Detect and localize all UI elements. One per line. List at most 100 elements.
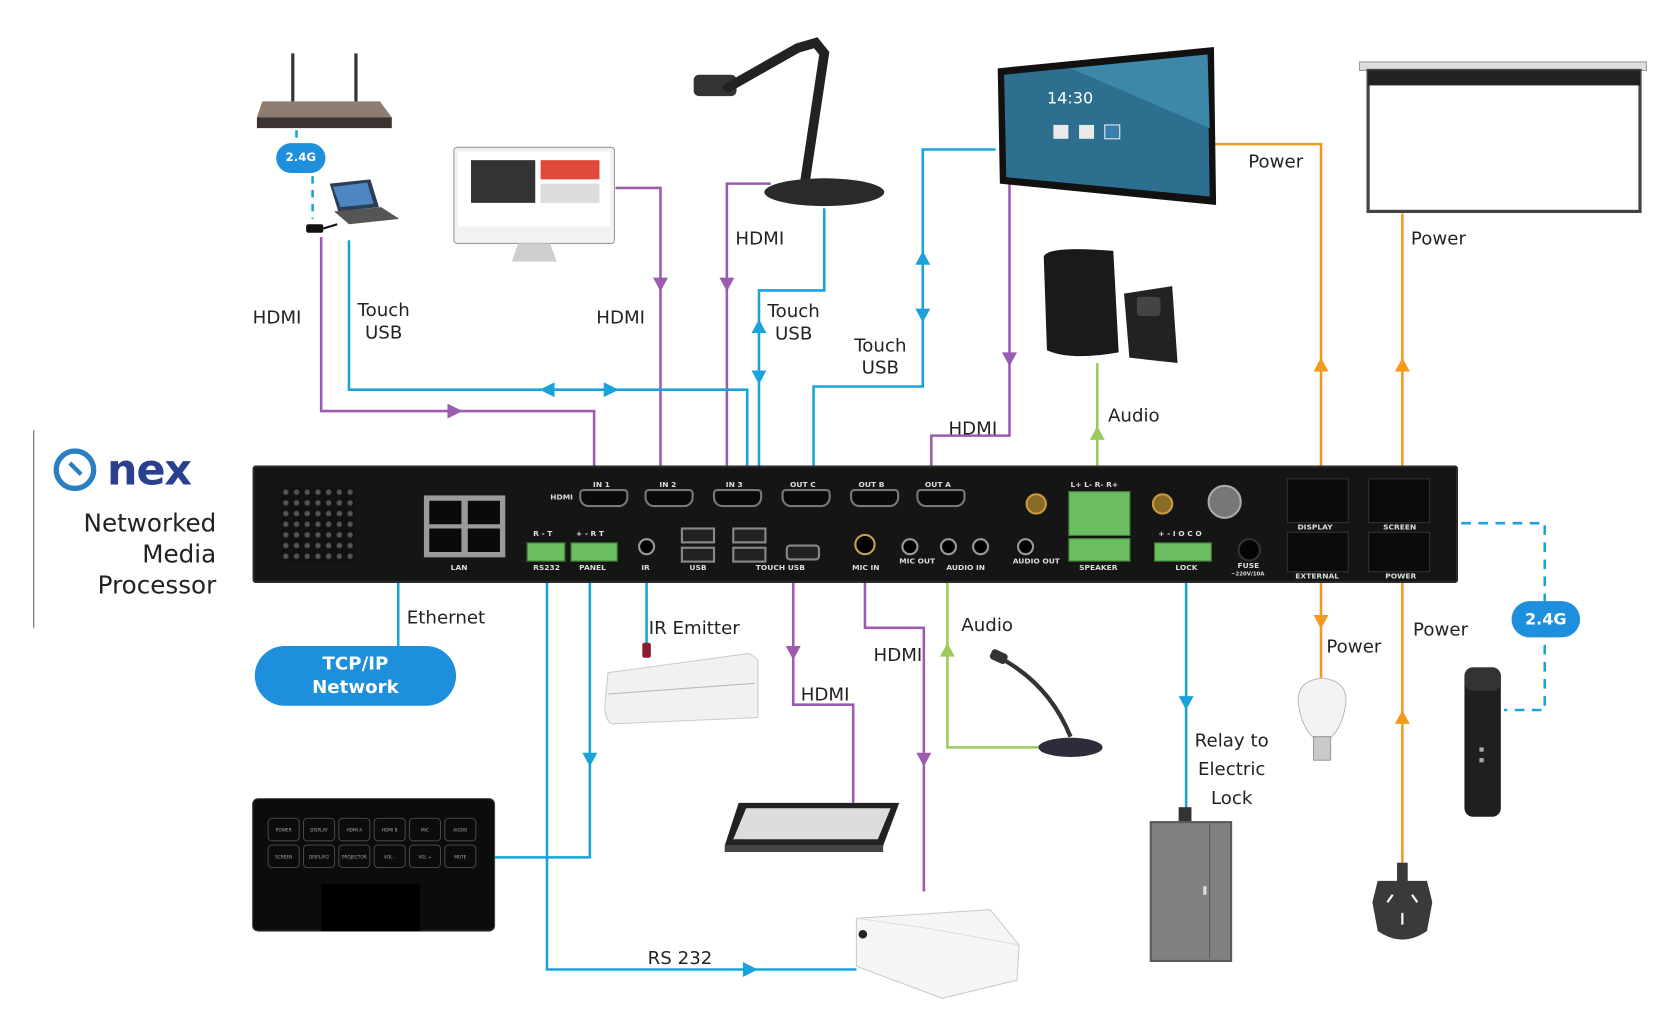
- hdmi-out-a-port[interactable]: [916, 489, 966, 508]
- arrow-usb-laptop-left: [539, 382, 555, 398]
- product-subtitle: Networked Media Processor: [32, 509, 217, 602]
- divider: [33, 430, 35, 628]
- speaker-terminal-2[interactable]: [1068, 538, 1131, 562]
- audio-in-1-port[interactable]: [939, 538, 958, 556]
- audio-out-port[interactable]: [1016, 538, 1035, 556]
- lock-pin-label: + - I O C O: [1158, 529, 1202, 539]
- panel-button-mute[interactable]: MUTE: [444, 844, 477, 869]
- fuse-holder: [1237, 538, 1262, 562]
- brand-logo: nex: [107, 446, 192, 496]
- label-hdmi-laptop: HDMI: [252, 307, 302, 329]
- usb-port-2[interactable]: [680, 546, 716, 563]
- label-power-light: Power: [1326, 636, 1382, 658]
- label-audio-mic: Audio: [961, 614, 1014, 637]
- label-rs232: RS 232: [647, 948, 713, 970]
- electric-lock-door: [1149, 807, 1233, 962]
- hdmi-out-b-port[interactable]: [849, 489, 900, 508]
- screen-power-outlet[interactable]: [1368, 478, 1431, 524]
- wireless-cloud-router: 2.4G: [276, 143, 326, 173]
- projection-screen: [1358, 61, 1647, 214]
- arrow-lock: [1178, 696, 1194, 711]
- panel-button-projector[interactable]: PROJECTOR: [338, 844, 371, 869]
- power-plug: [1372, 862, 1433, 940]
- label-hdmi-pc: HDMI: [596, 307, 646, 329]
- touch-usb-port-3[interactable]: [785, 544, 821, 561]
- touch-usb-port-1[interactable]: [732, 527, 767, 544]
- arrow-usb-camera-up: [751, 319, 767, 334]
- hdmi-in-2-port[interactable]: [644, 489, 694, 508]
- arrow-usb-laptop-right: [603, 382, 619, 398]
- wire-power-display: [1215, 142, 1323, 492]
- display-power-outlet[interactable]: [1286, 478, 1349, 524]
- panel-button-power[interactable]: POWER: [267, 817, 300, 842]
- panel-button-audio[interactable]: AUDIO: [444, 817, 477, 842]
- label-power-screen: Power: [1410, 228, 1466, 250]
- panel-button-screen[interactable]: SCREEN: [267, 844, 300, 869]
- touch-usb-port-2[interactable]: [732, 546, 767, 563]
- wire-hdmi-pc: [615, 186, 662, 494]
- panel-button-mic[interactable]: MIC: [408, 817, 442, 842]
- panel-terminal[interactable]: [570, 542, 618, 562]
- interactive-display: [997, 46, 1217, 205]
- label-audio-speaker: Audio: [1107, 405, 1160, 428]
- mic-in-port[interactable]: [854, 533, 876, 556]
- nex-logo-icon: [53, 448, 97, 492]
- arrow-power-mains: [1394, 710, 1410, 724]
- external-power-outlet[interactable]: [1286, 531, 1349, 573]
- fan-grille: [280, 486, 356, 562]
- label-hdmi-display: HDMI: [948, 418, 998, 440]
- port-label-display: DISPLAY: [1297, 523, 1333, 532]
- main-power-inlet[interactable]: [1368, 531, 1431, 573]
- wifi-router: [256, 53, 392, 129]
- arrow-hdmi-pc: [653, 277, 668, 292]
- audio-in-2-port[interactable]: [972, 538, 990, 556]
- wireless-microphone: [1464, 667, 1501, 817]
- arrow-usb-display-up: [915, 250, 931, 265]
- port-label-outb: OUT B: [858, 480, 885, 490]
- wire-wireless-router: [295, 130, 314, 219]
- hdmi-in-3-port[interactable]: [712, 489, 763, 508]
- rs232-pin-label: R - T: [533, 529, 553, 539]
- panel-button-hdmi-a[interactable]: HDMI A: [338, 817, 371, 842]
- arrow-power-screen: [1394, 357, 1410, 372]
- panel-button-display2[interactable]: DISPLAY2: [302, 844, 336, 869]
- port-label-ir: IR: [641, 563, 650, 573]
- display-clock: 14:30: [1046, 88, 1094, 108]
- laptop: [329, 179, 400, 225]
- panel-button-display[interactable]: DISPLAY: [302, 817, 336, 842]
- cloud-line: Network: [312, 676, 399, 699]
- panel-button-hdmi-b[interactable]: HDMI B: [373, 817, 406, 842]
- arrow-hdmi-projector: [916, 752, 932, 767]
- rs232-terminal[interactable]: [526, 542, 566, 562]
- panel-button-vol-[interactable]: VOL +: [408, 844, 442, 869]
- document-camera: [693, 37, 885, 207]
- usb-port-1[interactable]: [680, 527, 716, 544]
- lan-port-block[interactable]: [423, 495, 506, 558]
- light-bulb: [1297, 677, 1347, 761]
- touch-monitor: [724, 802, 900, 853]
- port-label-panel: PANEL: [579, 563, 606, 573]
- wire-panel: [494, 549, 592, 859]
- fuse-rating: ~220V/10A: [1231, 571, 1265, 578]
- lock-terminal[interactable]: [1153, 542, 1212, 562]
- ir-port[interactable]: [638, 538, 656, 556]
- arrow-hdmi-monitor: [785, 645, 801, 660]
- wire-touch-usb-display: [812, 148, 996, 556]
- port-label-in2: IN 2: [659, 480, 677, 490]
- hdmi-in-1-port[interactable]: [579, 489, 629, 508]
- panel-button-vol-[interactable]: VOL -: [373, 844, 406, 869]
- speaker-pin-label: L+ L- R- R+: [1070, 480, 1119, 490]
- port-label-speaker: SPEAKER: [1079, 563, 1118, 573]
- mic-out-port[interactable]: [901, 538, 919, 556]
- hdmi-out-c-port[interactable]: [781, 489, 831, 508]
- port-label-screen: SCREEN: [1383, 523, 1417, 532]
- air-conditioner: [604, 642, 759, 725]
- speaker-terminal[interactable]: [1068, 491, 1131, 536]
- bnc-connector: [1207, 484, 1242, 519]
- subtitle-line: Media: [142, 541, 217, 570]
